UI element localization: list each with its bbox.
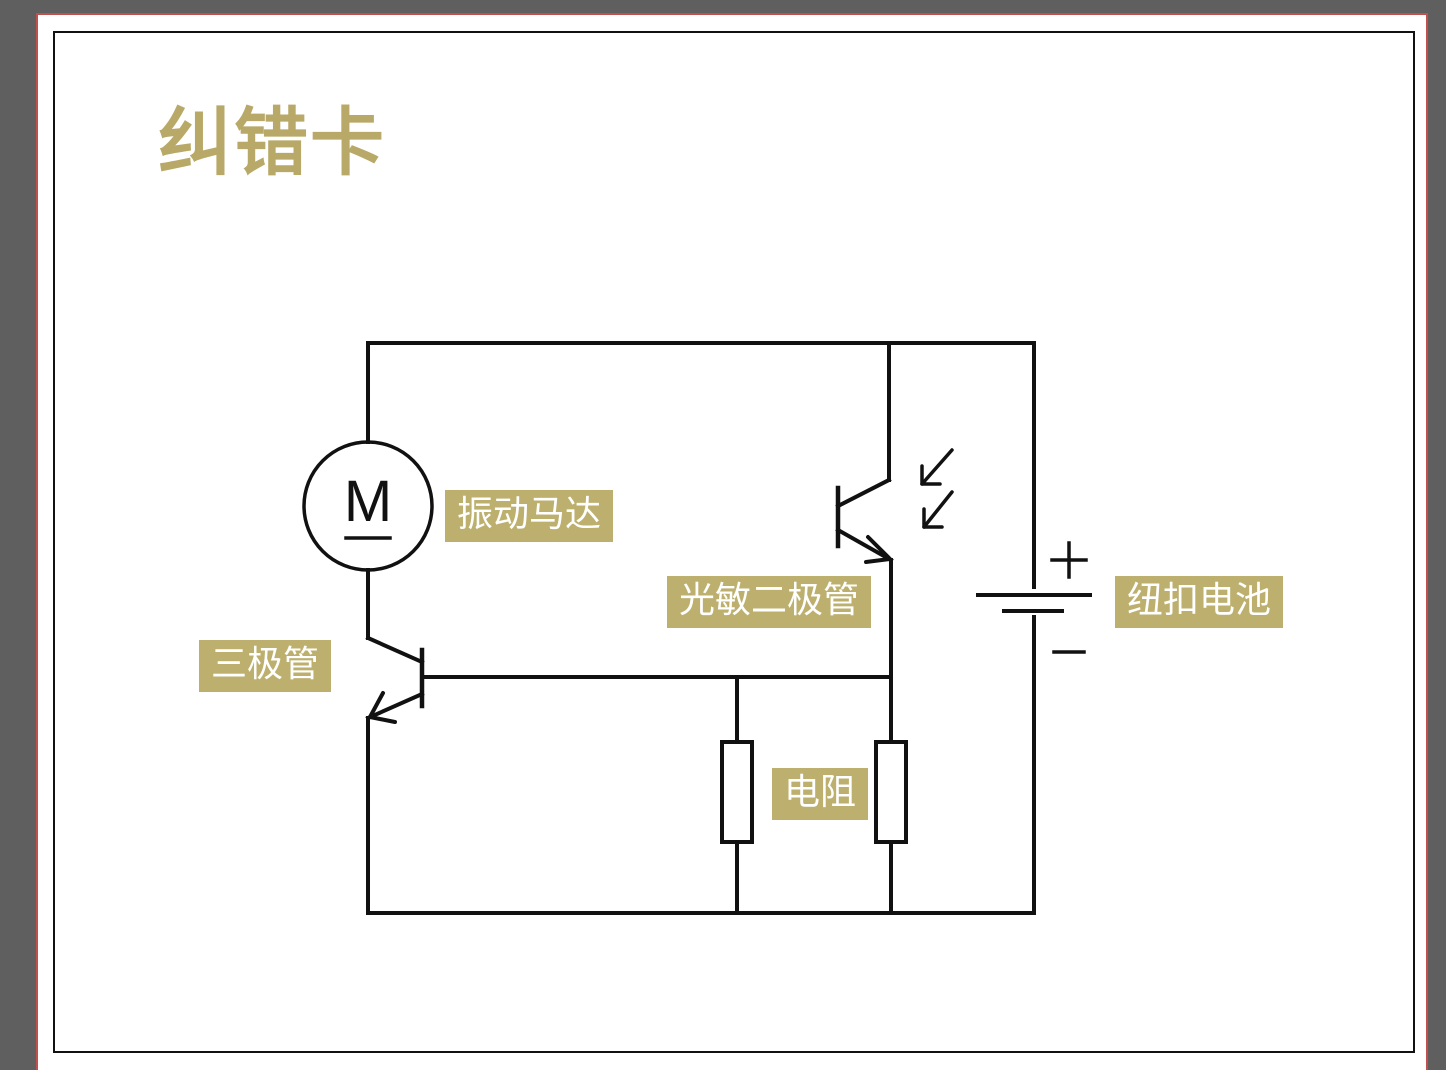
light-arrows-icon	[920, 448, 954, 529]
resistor-1	[720, 740, 754, 844]
label-motor: 振动马达	[445, 490, 614, 542]
transistor-left-collector	[365, 635, 425, 665]
battery-plus-icon	[1050, 541, 1088, 579]
label-photodiode: 光敏二极管	[667, 576, 872, 628]
page-title: 纠错卡	[158, 100, 386, 186]
label-resistor: 电阻	[772, 768, 869, 820]
resistor-2	[874, 740, 908, 844]
label-battery: 纽扣电池	[1115, 576, 1284, 628]
motor-symbol-letter: M	[344, 469, 392, 534]
slide-page	[36, 13, 1428, 1070]
transistor-left-emitter	[365, 691, 425, 721]
motor-symbol-circle	[302, 440, 434, 572]
photo-emitter	[835, 527, 894, 563]
photo-collector	[835, 477, 892, 509]
transistor-left-emitter-arrow	[368, 691, 397, 724]
label-transistor: 三极管	[199, 640, 332, 692]
slide-frame	[53, 31, 1415, 1053]
